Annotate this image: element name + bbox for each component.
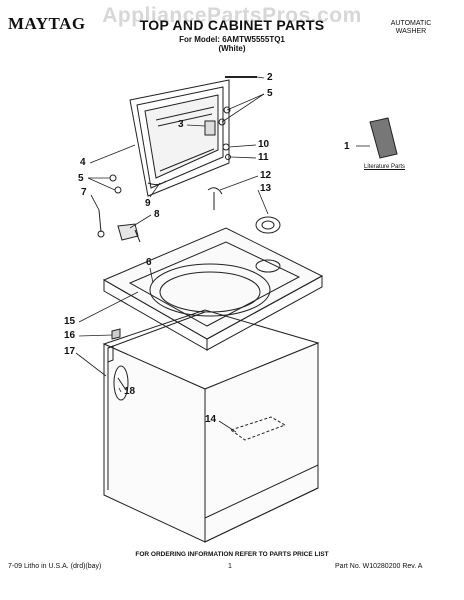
footer-litho: 7-09 Litho in U.S.A. (drd)(bay) [8, 563, 102, 570]
callout-11: 11 [258, 152, 269, 163]
callout-3: 3 [178, 119, 184, 130]
lid-latch [204, 120, 216, 136]
lid-assembly [129, 79, 230, 197]
model-number: For Model: 6AMTW5555TQ1 [179, 35, 285, 44]
page-title: TOP AND CABINET PARTS [139, 17, 325, 33]
callout-5-upper: 5 [267, 88, 273, 99]
callout-16: 16 [64, 330, 76, 341]
callout-4: 4 [80, 157, 86, 168]
callout-5-lower: 5 [78, 173, 84, 184]
brand-logo: MAYTAG [8, 14, 86, 33]
callout-7: 7 [81, 187, 87, 198]
screw-left [109, 174, 117, 182]
footer-part-number: Part No. W10280200 Rev. A [335, 563, 423, 570]
callout-9: 9 [145, 198, 151, 209]
callout-6: 6 [146, 257, 152, 268]
ordering-info: FOR ORDERING INFORMATION REFER TO PARTS … [135, 551, 329, 558]
washer-top [102, 227, 324, 351]
callout-13: 13 [260, 183, 272, 194]
footer-page-number: 1 [228, 563, 232, 570]
screw-left-2 [114, 186, 122, 194]
literature-parts-label: Literature Parts [364, 164, 406, 170]
screw-upper-2 [223, 106, 231, 114]
callout-2: 2 [267, 72, 273, 83]
callout-14: 14 [205, 414, 217, 425]
product-type: AUTOMATIC WASHER [376, 20, 446, 36]
product-line-1: AUTOMATIC [390, 20, 432, 27]
product-line-2: WASHER [395, 28, 427, 35]
callout-15: 15 [64, 316, 76, 327]
callout-12: 12 [260, 170, 272, 181]
callout-17: 17 [64, 346, 76, 357]
callout-8: 8 [154, 209, 160, 220]
literature-booklet [369, 117, 398, 159]
model-color: (White) [218, 44, 246, 53]
screw-upper [218, 118, 226, 126]
callout-1: 1 [344, 141, 350, 152]
watermark: AppliancePartsPros.com [102, 4, 362, 27]
washer-cabinet [102, 309, 320, 543]
callout-18: 18 [124, 386, 136, 397]
callout-10: 10 [258, 139, 270, 150]
